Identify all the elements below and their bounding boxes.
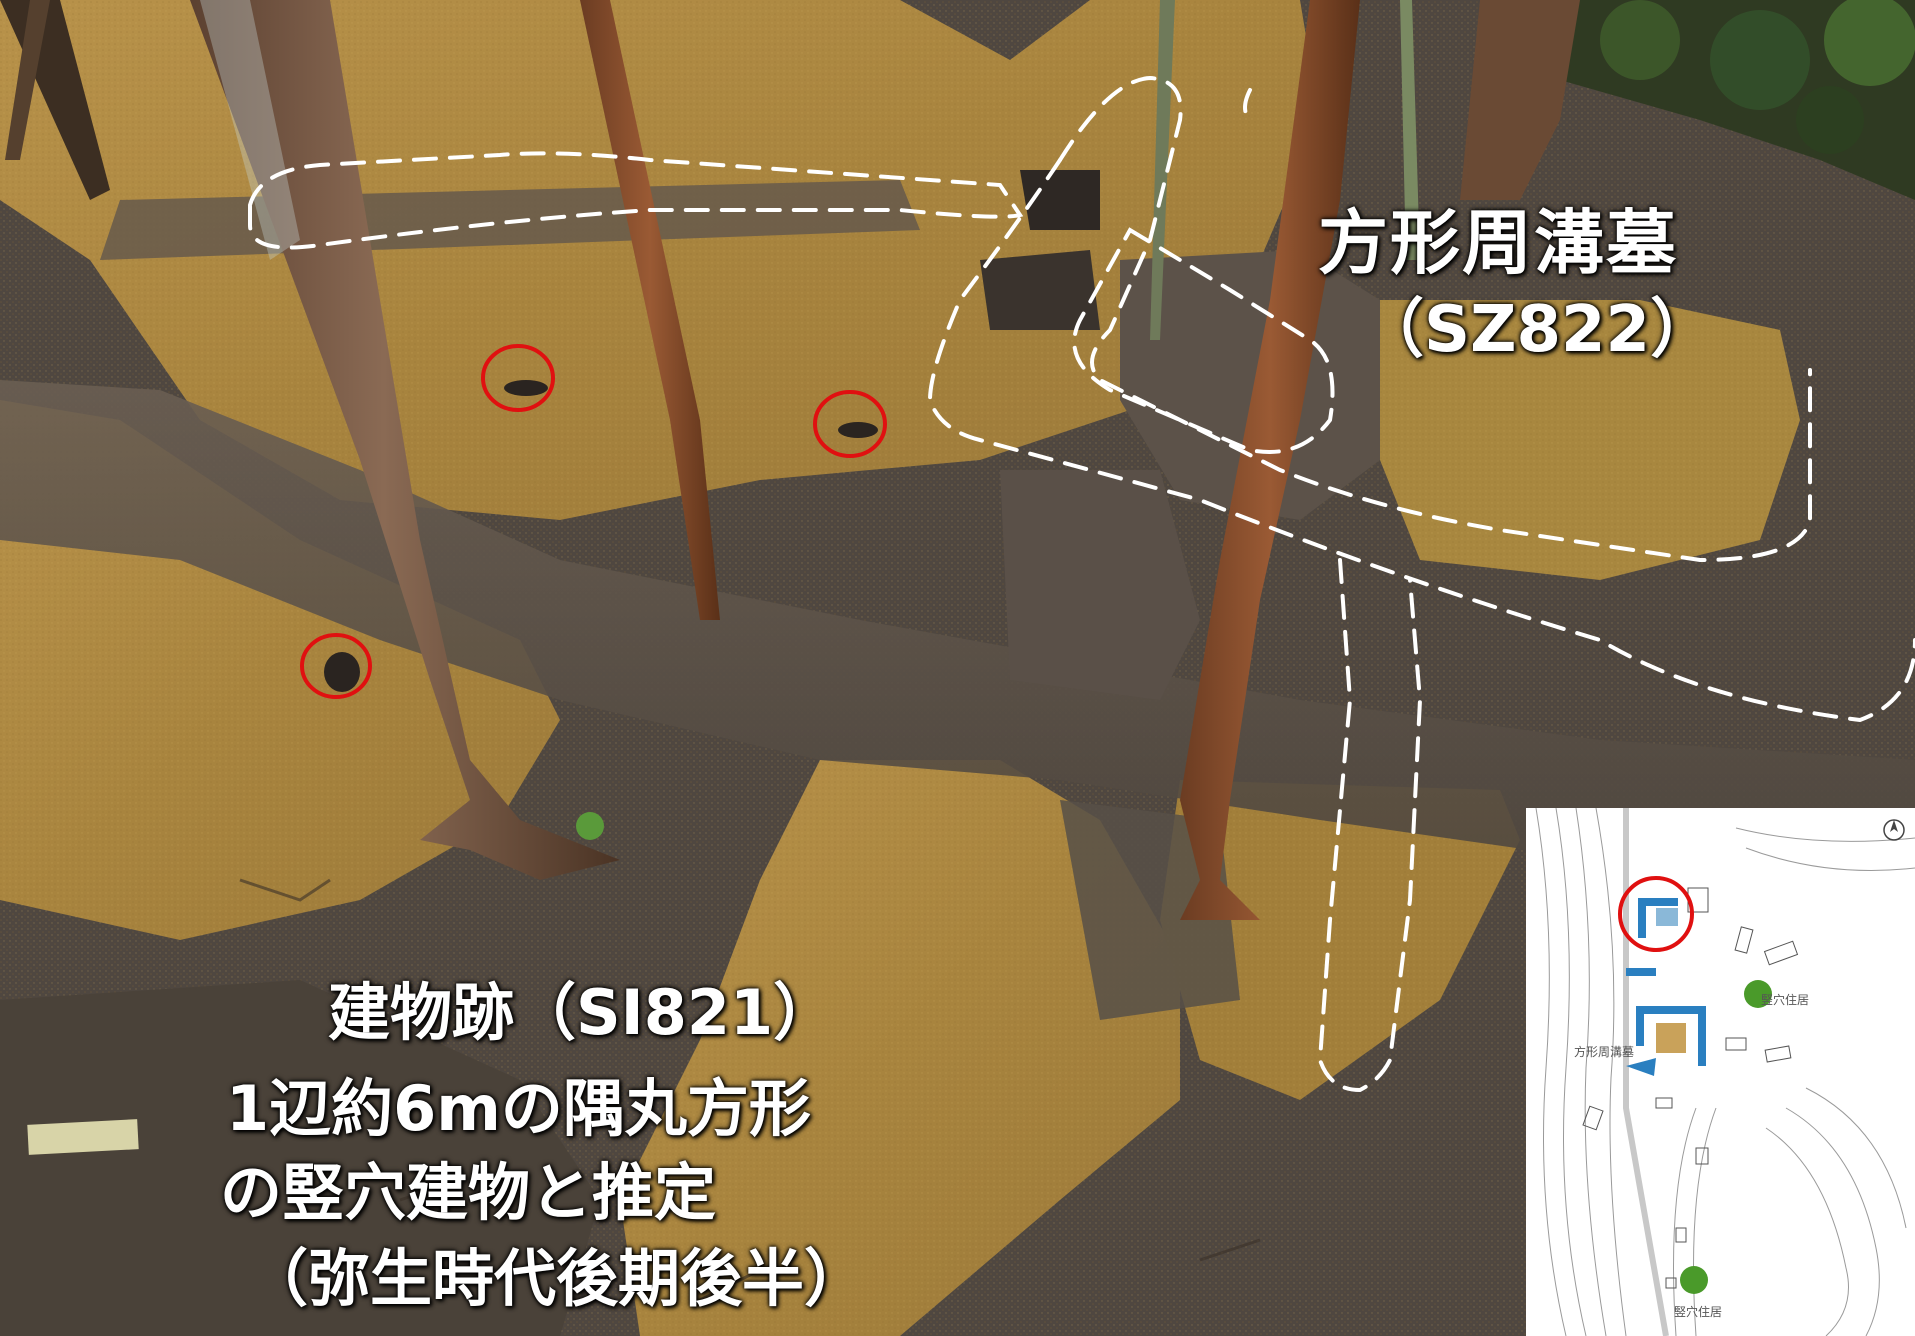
inset-label-building-bottom: 竪穴住居: [1674, 1304, 1722, 1319]
site-location-map: 竪穴住居 方形周溝墓 竪穴住居: [1526, 808, 1915, 1336]
building-location-marker-icon: [1680, 1266, 1708, 1294]
pit-marker-icon: [813, 390, 887, 458]
tomb-outline-dashed: [248, 75, 1915, 1093]
building-description-line: 1辺約6mの隅丸方形: [226, 1072, 811, 1145]
pit-marker-icon: [300, 633, 372, 699]
building-description-line: の竪穴建物と推定: [220, 1156, 717, 1229]
building-period-label: （弥生時代後期後半）: [246, 1242, 867, 1315]
site-location-circle-icon: [1618, 876, 1694, 952]
inset-label-building-top: 竪穴住居: [1761, 992, 1809, 1007]
tomb-title-label: 方形周溝墓: [1318, 202, 1678, 284]
pit-markers: [300, 344, 887, 699]
building-title-label: 建物跡（SI821）: [328, 976, 836, 1049]
building-location-marker-icon: [1744, 980, 1772, 1008]
inset-label-tomb: 方形周溝墓: [1574, 1044, 1634, 1059]
pit-marker-icon: [481, 344, 555, 412]
north-arrow-icon: [1883, 819, 1905, 841]
tomb-code-label: （SZ822）: [1360, 293, 1715, 367]
